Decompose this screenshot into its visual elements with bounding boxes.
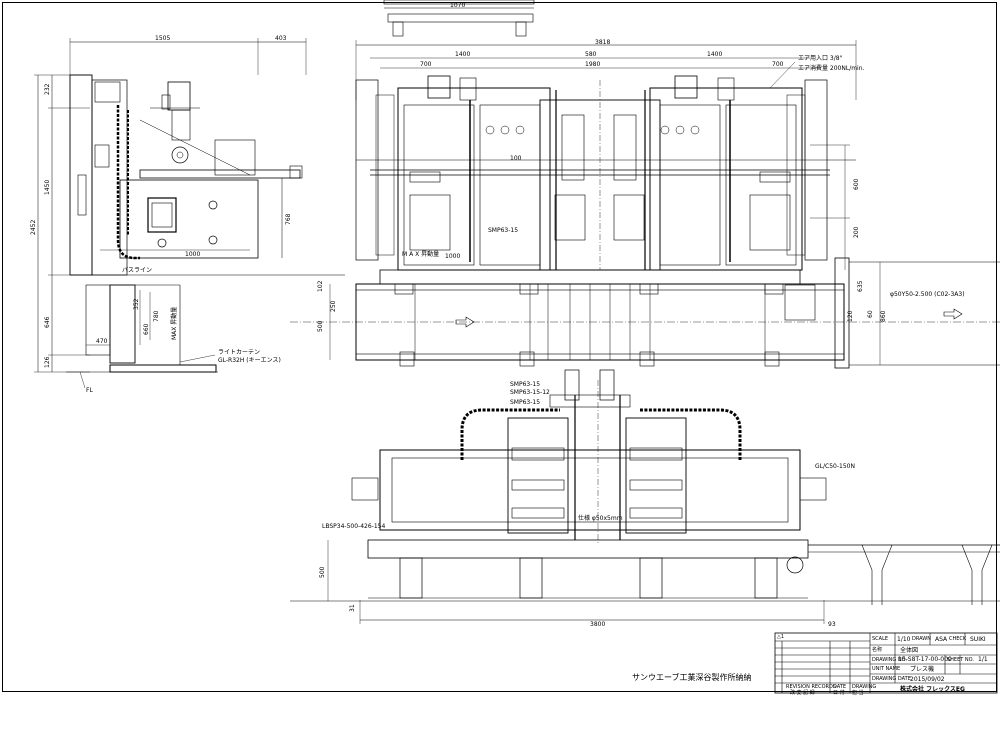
scale-label: SCALE: [872, 636, 888, 642]
dim-250: 250: [330, 300, 337, 312]
company-name: 株式会社 フレックスEG: [900, 685, 965, 693]
pass-line-label: パスライン: [122, 267, 152, 274]
dim-700-right: 700: [772, 61, 784, 68]
dim-93: 93: [828, 621, 836, 628]
dim-635: 635: [857, 280, 864, 292]
dim-500-bottom: 500: [319, 566, 326, 578]
checked-value: SUIKI: [970, 636, 986, 643]
dim-1400-left: 1400: [455, 51, 470, 58]
dim-1980: 1980: [585, 61, 600, 68]
dim-1000-front: 1000: [445, 253, 460, 260]
delivery-note: サンウエーブ工業深谷製作所納納: [632, 672, 752, 682]
drawing-col-label: DRAWING: [852, 684, 876, 690]
dim-31: 31: [349, 604, 356, 612]
unit-value: プレス機: [910, 665, 934, 673]
drawing-no-value: 15-S8T-17-00-000: [898, 656, 952, 663]
dim-600: 600: [853, 178, 860, 190]
plan-view: SMP63-15 SMP63-15-12 SMP63-15 仕様 φ50x5mm…: [290, 369, 1000, 628]
dim-1505: 1505: [155, 35, 170, 42]
revision-records-label: REVISION RECORDS: [786, 684, 836, 690]
conveyor-spec-label: φ50Y50-2.500 (C02-3A3): [890, 291, 965, 298]
max-stroke-front-label: M A X 昇動量: [402, 250, 439, 258]
title-block: △1 SCALE 1/10 DRAWN ASA CHECK SUIKI 名称 全…: [774, 632, 998, 696]
dim-200: 200: [853, 226, 860, 238]
side-cyl-label-3: SMP63-15: [510, 399, 540, 406]
dim-1000: 1000: [185, 251, 200, 258]
cylinder-label: SMP63-15: [488, 227, 518, 234]
dim-352: 352: [133, 298, 140, 310]
date-col-jp: 日 付: [833, 689, 845, 696]
side-cyl-label-1: SMP63-15: [510, 381, 540, 388]
center-label: 仕様 φ50x5mm: [578, 514, 623, 522]
dim-470: 470: [96, 338, 108, 345]
dim-102: 102: [317, 280, 324, 292]
dim-780: 780: [153, 310, 160, 322]
unit-label: UNIT NAME: [872, 666, 900, 672]
dim-232: 232: [44, 83, 51, 95]
side-view: 1505 403 2452 232 1450 646 126: [30, 35, 345, 394]
dim-1450: 1450: [44, 180, 51, 195]
sheet-value: 1/1: [978, 656, 988, 663]
air-inlet-label: エア用入口 3/8": [798, 55, 843, 62]
dim-700-left: 700: [420, 61, 432, 68]
date-value: 2015/09/02: [910, 676, 945, 683]
dim-60: 60: [867, 310, 874, 318]
dim-403: 403: [275, 35, 287, 42]
dim-2452: 2452: [30, 220, 37, 235]
fl-label: FL: [86, 387, 93, 394]
revision-records-jp: 改 変 記 録: [790, 689, 815, 696]
date-col-label: DATE: [833, 684, 846, 690]
check-label: CHECK: [949, 636, 967, 642]
scale-value: 1/10: [897, 636, 911, 643]
dim-646: 646: [44, 316, 51, 328]
drawn-value: ASA: [935, 636, 948, 643]
air-consumption-label: エア消費量 200NL/min.: [798, 64, 865, 72]
dim-100: 100: [510, 155, 522, 162]
dim-660: 660: [143, 323, 150, 335]
dim-1400-right: 1400: [707, 51, 722, 58]
dim-3800: 3800: [590, 621, 605, 628]
dim-126: 126: [44, 356, 51, 368]
sheet-label: SHEET NO.: [947, 657, 974, 663]
dim-768: 768: [285, 213, 292, 225]
dim-3818: 3818: [595, 39, 610, 46]
name-label: 名称: [872, 646, 882, 653]
dim-500: 500: [317, 320, 324, 332]
max-stroke-label: MAX 昇動量: [170, 307, 178, 340]
side-cyl-label-2: SMP63-15-12: [510, 389, 550, 396]
corner-mark: △1: [777, 634, 784, 640]
drawing-no-label: DRAWING NO.: [872, 657, 907, 663]
date-label: DRAWING DATE: [872, 676, 911, 682]
dim-860: 860: [880, 310, 887, 322]
front-view: 1070 3818 1400 580 1400 700 1980 700 エア用…: [290, 0, 1000, 369]
drawn-label: DRAWN: [912, 636, 931, 642]
dim-580: 580: [585, 51, 597, 58]
right-label: GL/C50-150N: [815, 463, 855, 470]
drawing-col-jp: 担 当: [852, 689, 864, 696]
drawing-frame: [2, 2, 997, 692]
left-label: LBSP34-500-426-154: [322, 523, 385, 530]
dim-120: 120: [847, 310, 854, 322]
name-value: 全体図: [900, 646, 918, 654]
light-curtain-label: ライトカーテン: [218, 349, 260, 356]
light-curtain-model: GL-R32H (キーエンス): [218, 357, 281, 364]
dim-1070: 1070: [450, 2, 465, 9]
